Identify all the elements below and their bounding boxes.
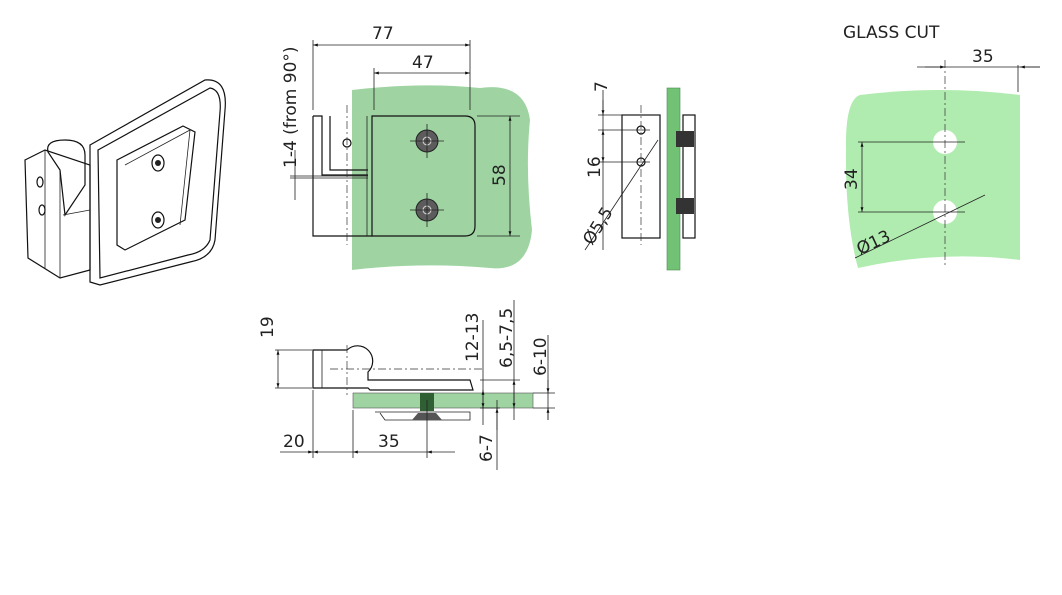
dim-19: 19 xyxy=(258,316,278,338)
bolt xyxy=(410,124,444,158)
dim-58: 58 xyxy=(490,164,510,186)
dim-34: 34 xyxy=(842,168,862,190)
dim-77: 77 xyxy=(372,24,394,44)
dim-6-5-7-5: 6,5-7,5 xyxy=(497,308,517,368)
glass-panel xyxy=(352,85,532,270)
dim-35-axis: 35 xyxy=(378,432,400,452)
dim-12-13: 12-13 xyxy=(463,313,483,362)
dim-adjust: 1-4 (from 90°) xyxy=(281,46,301,168)
bottom-view: 19 20 35 12-13 6,5-7,5 6-10 6-7 xyxy=(258,300,555,470)
dim-7: 7 xyxy=(592,81,612,92)
dim-47: 47 xyxy=(412,53,434,73)
glass-cut-panel xyxy=(845,90,1020,268)
glass-cut-title: GLASS CUT xyxy=(843,23,940,43)
glass-bottom xyxy=(352,392,534,409)
dim-16: 16 xyxy=(585,156,605,178)
bolt xyxy=(410,193,444,227)
dim-6-7: 6-7 xyxy=(477,434,497,462)
dim-6-10: 6-10 xyxy=(531,337,551,376)
side-view: 7 16 Ø5,5 xyxy=(579,81,696,271)
dim-20: 20 xyxy=(283,432,305,452)
dim-hole-5-5: Ø5,5 xyxy=(579,204,617,249)
glass-cut-view: GLASS CUT 35 34 Ø13 xyxy=(842,23,1040,268)
front-view: 77 47 58 1-4 (from 90°) xyxy=(281,24,532,270)
dim-35-edge: 35 xyxy=(972,47,994,67)
glass-side xyxy=(666,87,681,271)
isometric-hinge-view xyxy=(24,79,226,286)
